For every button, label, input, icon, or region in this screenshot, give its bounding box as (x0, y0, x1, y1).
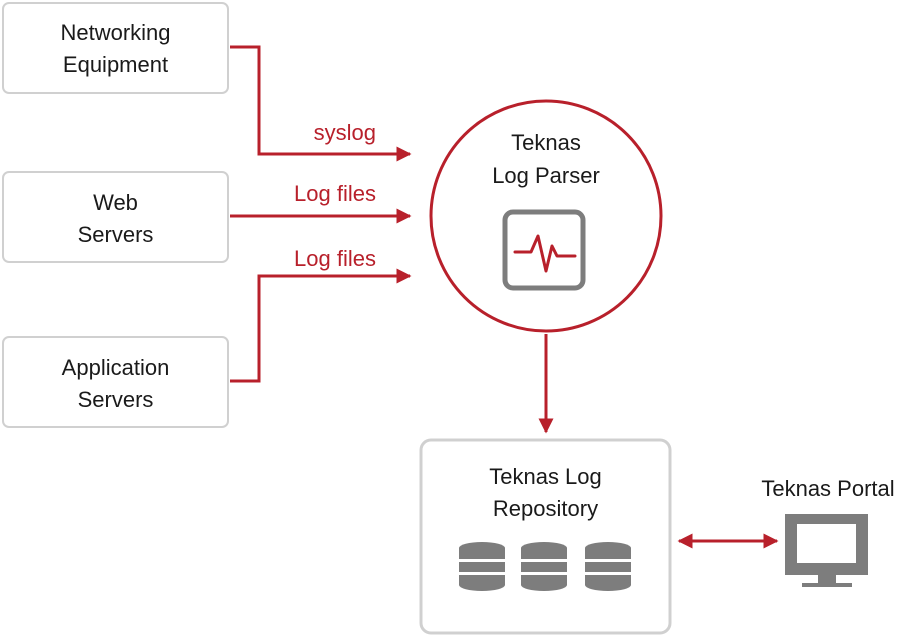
networking-equipment-node: Networking Equipment (2, 2, 229, 94)
repository-label-1: Teknas Log (489, 464, 602, 489)
application-servers-label-2: Servers (78, 387, 154, 412)
application-servers-node: Application Servers (2, 336, 229, 428)
portal-label: Teknas Portal (761, 476, 894, 501)
application-log-files-edge-label: Log files (294, 246, 376, 271)
web-servers-label-2: Servers (78, 222, 154, 247)
application-servers-label-1: Application (62, 355, 170, 380)
web-servers-label-1: Web (93, 190, 138, 215)
teknas-portal-node: Teknas Portal (761, 476, 895, 587)
web-servers-node: Web Servers (2, 171, 229, 263)
networking-to-parser-edge (230, 45, 412, 162)
syslog-edge-label: syslog (314, 120, 376, 145)
web-log-files-edge-label: Log files (294, 181, 376, 206)
application-to-parser-edge (230, 268, 412, 383)
parser-label-1: Teknas (511, 130, 581, 155)
parser-label-2: Log Parser (492, 163, 600, 188)
networking-equipment-label-2: Equipment (63, 52, 168, 77)
teknas-log-parser-node: Teknas Log Parser (429, 99, 663, 333)
monitor-icon (785, 514, 868, 587)
teknas-log-repository-node: Teknas Log Repository (419, 438, 672, 635)
networking-equipment-label-1: Networking (60, 20, 170, 45)
activity-monitor-icon (502, 209, 586, 291)
repository-label-2: Repository (493, 496, 598, 521)
database-icon (459, 542, 631, 591)
